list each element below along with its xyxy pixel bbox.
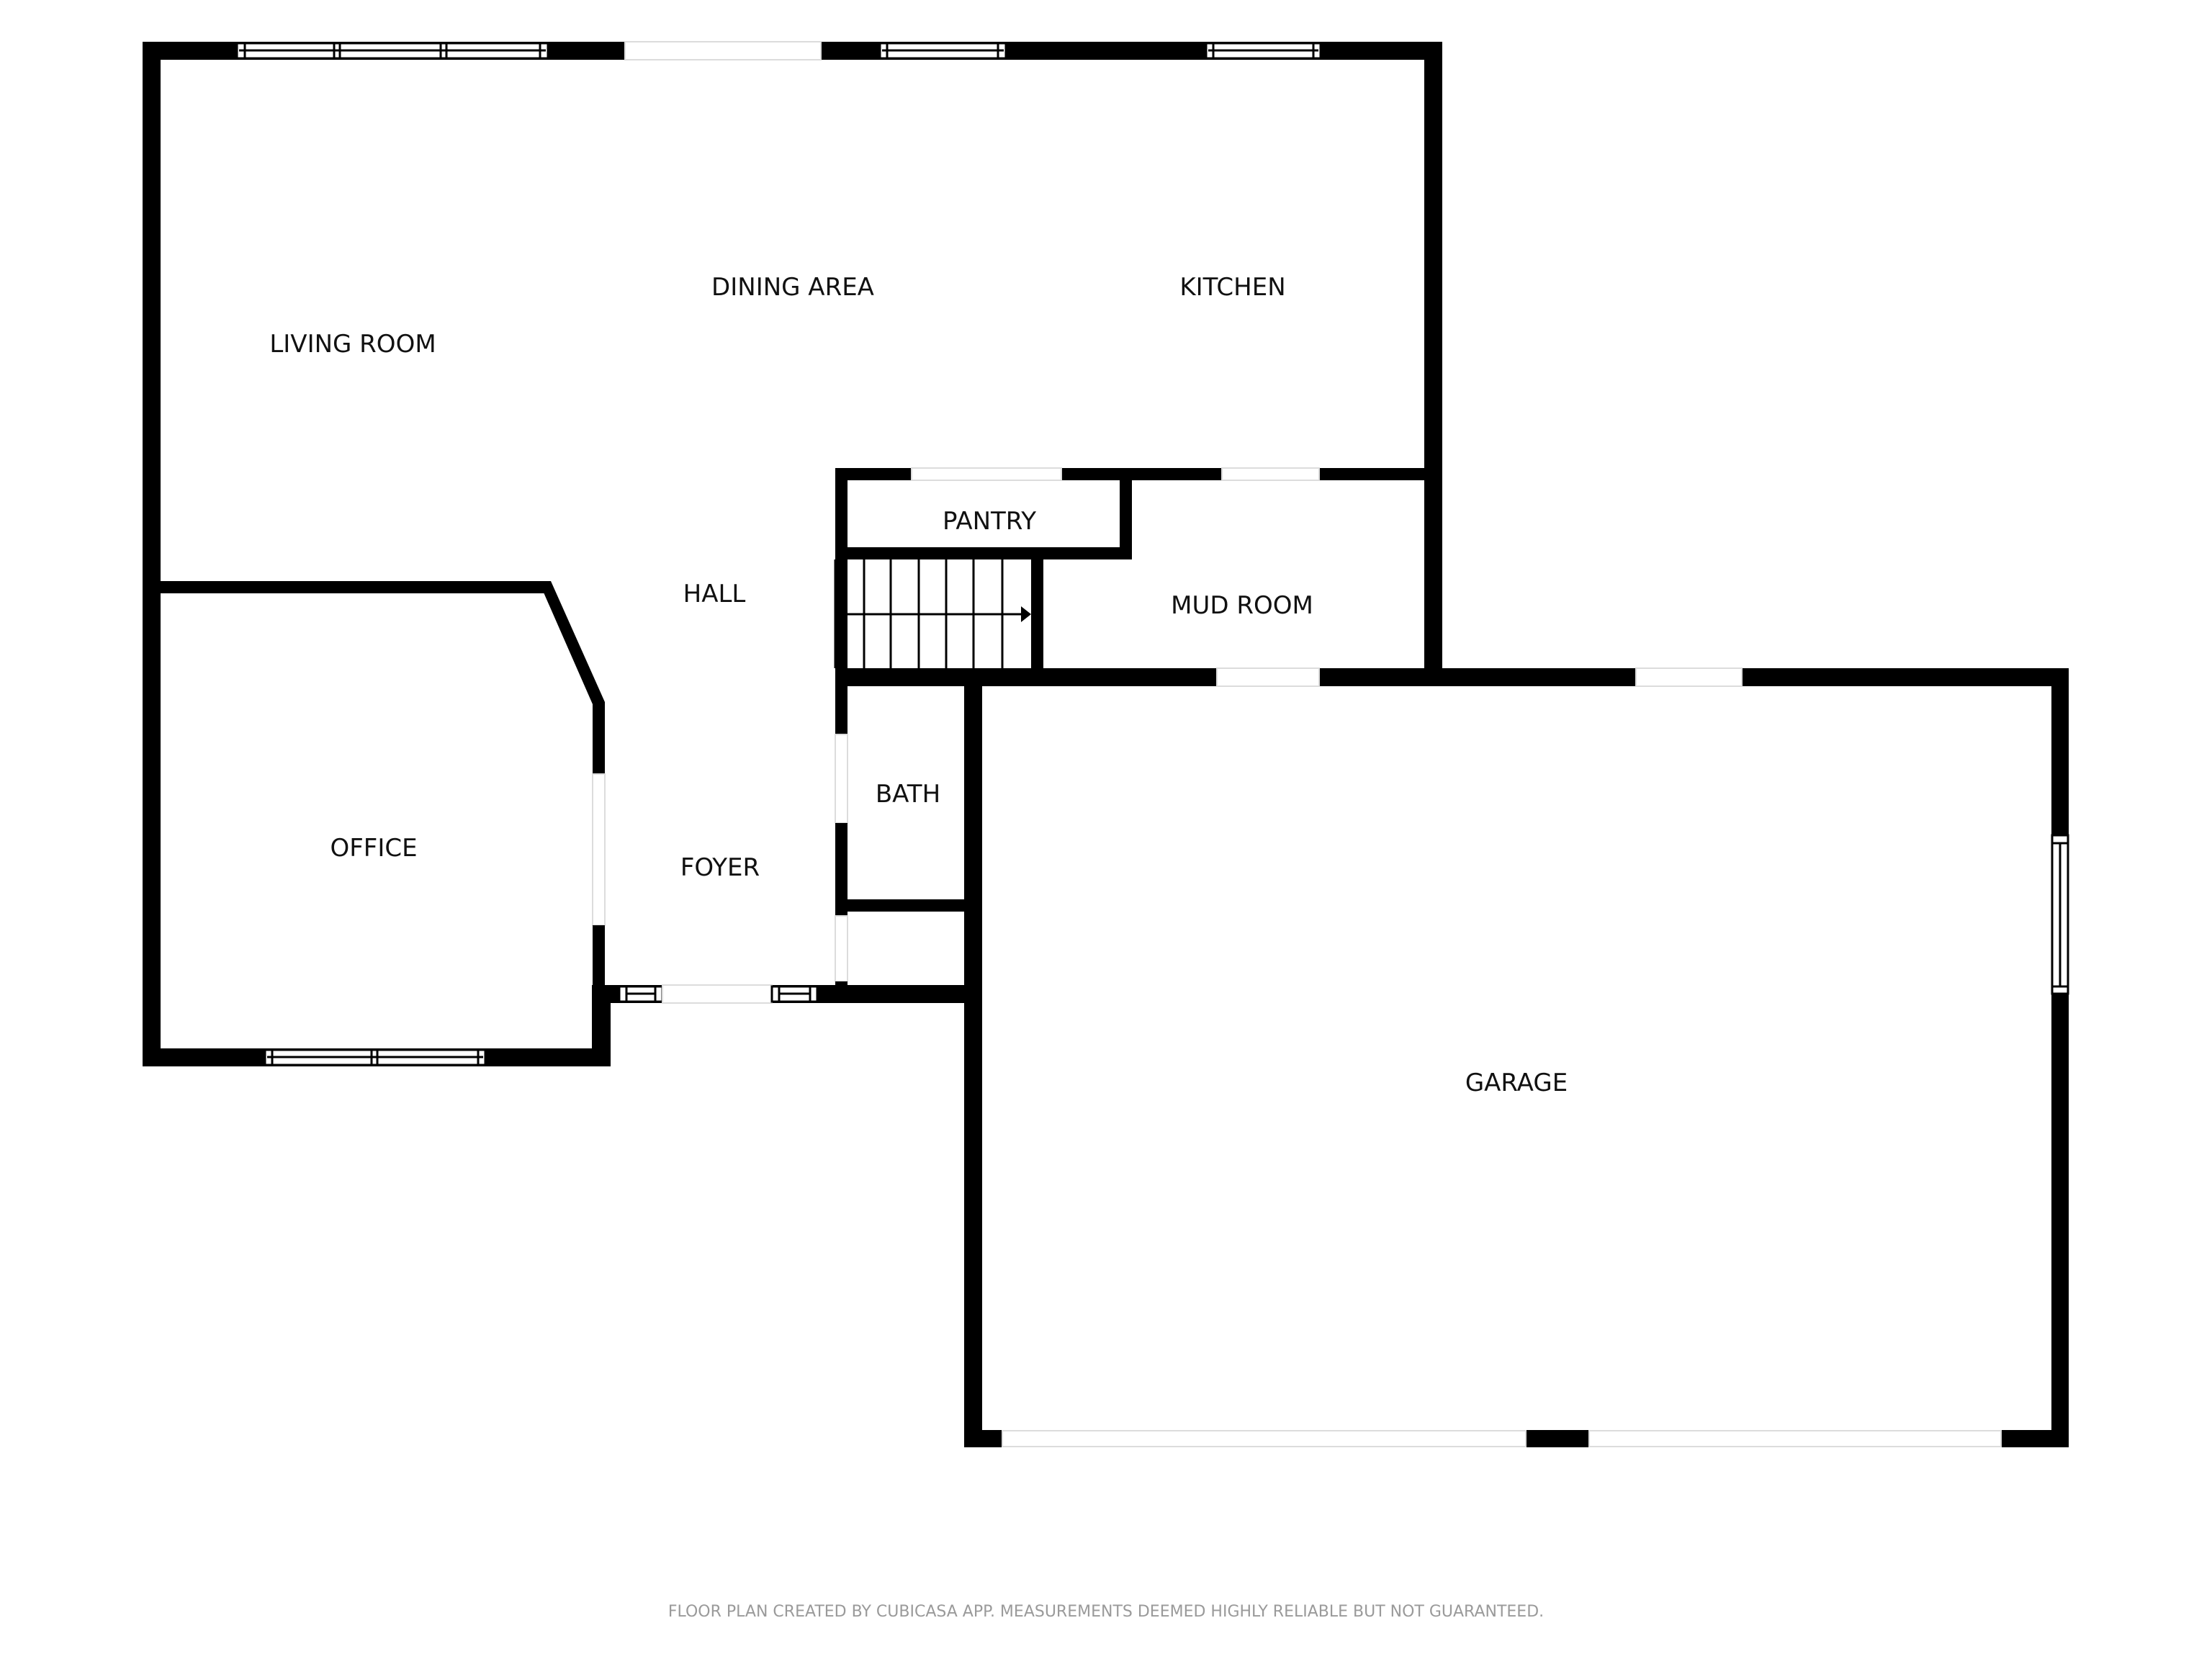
core-walls	[834, 467, 2069, 687]
room-label-foyer: FOYER	[680, 853, 760, 882]
garage-walls	[964, 668, 2069, 1447]
room-label-kitchen: KITCHEN	[1179, 273, 1286, 302]
front-entry	[618, 984, 819, 1004]
room-label-office: OFFICE	[330, 834, 418, 863]
office-walls	[143, 581, 606, 1066]
bath-walls	[835, 668, 972, 989]
top-windows	[235, 41, 1322, 60]
stair-arrow-icon	[1021, 606, 1031, 622]
room-label-pantry: PANTRY	[942, 507, 1037, 536]
room-label-hall: HALL	[683, 580, 746, 608]
disclaimer-footer: FLOOR PLAN CREATED BY CUBICASA APP. MEAS…	[667, 1603, 1545, 1621]
room-label-bath: BATH	[875, 780, 941, 809]
exterior-walls	[143, 42, 1442, 1066]
room-label-garage: GARAGE	[1465, 1069, 1568, 1097]
room-label-living-room: LIVING ROOM	[269, 330, 436, 359]
room-label-mud-room: MUD ROOM	[1171, 591, 1313, 620]
room-label-dining-area: DINING AREA	[711, 273, 874, 302]
